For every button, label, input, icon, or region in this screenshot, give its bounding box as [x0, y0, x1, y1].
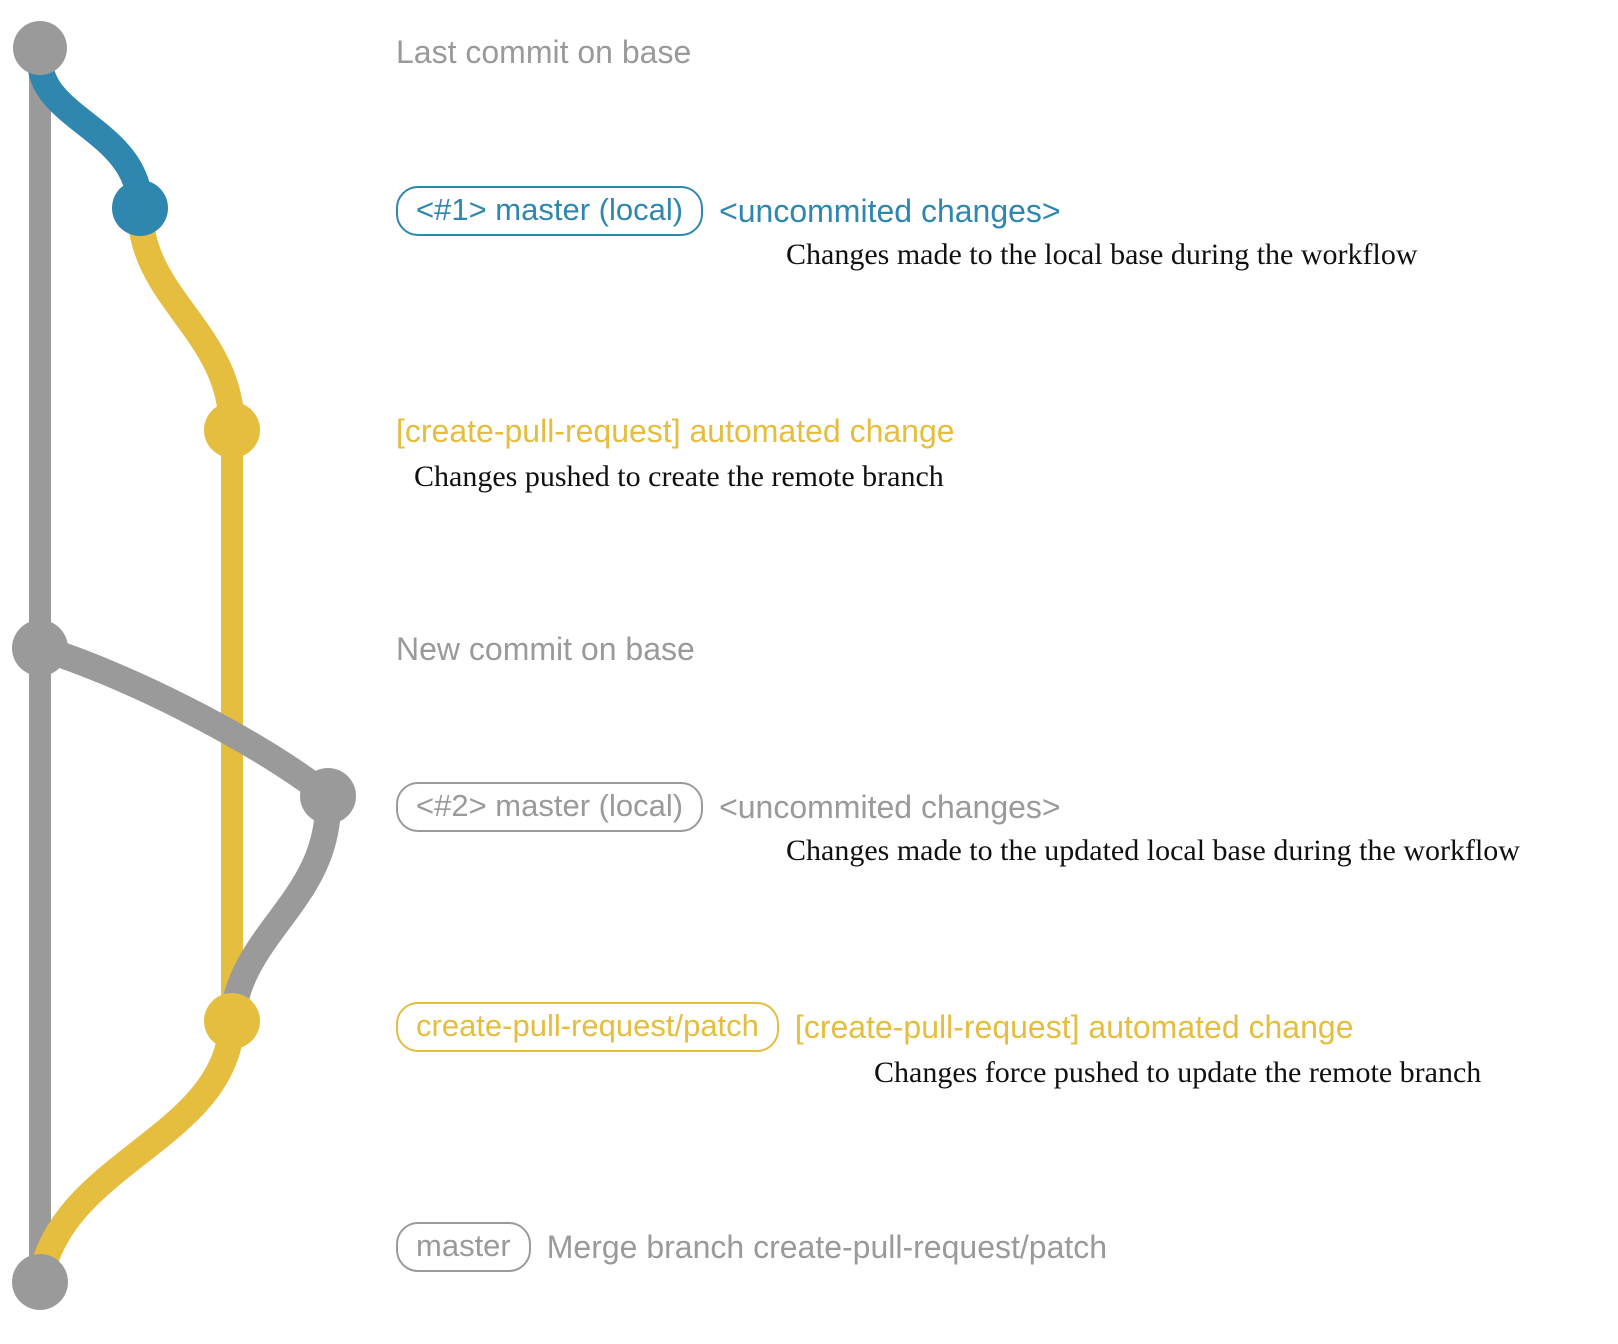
- branch-badge-create-pull-request-patch[interactable]: create-pull-request/patch: [396, 1002, 779, 1052]
- patch2-to-merge-edge: [27, 1008, 245, 1295]
- base2-to-local2-edge: [27, 635, 341, 809]
- row-head-master-local-2: <#2> master (local) <uncommited changes>: [396, 782, 1061, 832]
- row-create-pull-request-patch: create-pull-request/patch [create-pull-r…: [396, 1002, 1353, 1052]
- row-master-local-1: <#1> master (local) <uncommited changes>: [396, 186, 1061, 236]
- row-title-last-commit-on-base: Last commit on base: [396, 34, 692, 70]
- branch-badge-master-local-1[interactable]: <#1> master (local): [396, 186, 704, 236]
- caption-master-local-2: Changes made to the updated local base d…: [786, 834, 1520, 867]
- row-last-commit-on-base: Last commit on base: [396, 36, 691, 68]
- row-master-local-2: <#2> master (local) <uncommited changes>: [396, 782, 1061, 832]
- row-automated-change-1: [create-pull-request] automated change: [396, 415, 955, 447]
- row-title-new-commit-on-base: New commit on base: [396, 631, 695, 667]
- master-local-1-node[interactable]: [112, 180, 168, 236]
- commit-message-master-local-2: <uncommited changes>: [719, 789, 1061, 825]
- row-master-merge: master Merge branch create-pull-request/…: [396, 1222, 1107, 1272]
- row-new-commit-on-base: New commit on base: [396, 633, 695, 665]
- caption-create-pull-request-patch: Changes force pushed to update the remot…: [874, 1056, 1482, 1089]
- new-commit-on-base-node[interactable]: [12, 620, 68, 676]
- branch-badge-master[interactable]: master: [396, 1222, 531, 1272]
- caption-automated-change-1: Changes pushed to create the remote bran…: [414, 460, 944, 493]
- row-title-automated-change-1: [create-pull-request] automated change: [396, 413, 955, 449]
- master-local-2-node[interactable]: [300, 768, 356, 824]
- branch-badge-master-local-2[interactable]: <#2> master (local): [396, 782, 704, 832]
- row-head-master-merge: master Merge branch create-pull-request/…: [396, 1222, 1107, 1272]
- automated-change-2-node[interactable]: [204, 993, 260, 1049]
- local1-to-patch1-edge: [127, 195, 245, 443]
- automated-change-1-node[interactable]: [204, 402, 260, 458]
- caption-master-local-1: Changes made to the local base during th…: [786, 238, 1418, 271]
- merge-commit-node[interactable]: [12, 1254, 68, 1310]
- commit-message-master-local-1: <uncommited changes>: [719, 193, 1061, 229]
- row-head-master-local-1: <#1> master (local) <uncommited changes>: [396, 186, 1061, 236]
- commit-message-create-pull-request-patch: [create-pull-request] automated change: [794, 1009, 1354, 1045]
- last-commit-on-base-node[interactable]: [13, 21, 67, 75]
- local2-to-patch2-edge: [219, 783, 342, 1034]
- commit-message-master-merge: Merge branch create-pull-request/patch: [546, 1229, 1108, 1265]
- row-head-create-pull-request-patch: create-pull-request/patch [create-pull-r…: [396, 1002, 1353, 1052]
- commit-graph: [12, 21, 356, 1310]
